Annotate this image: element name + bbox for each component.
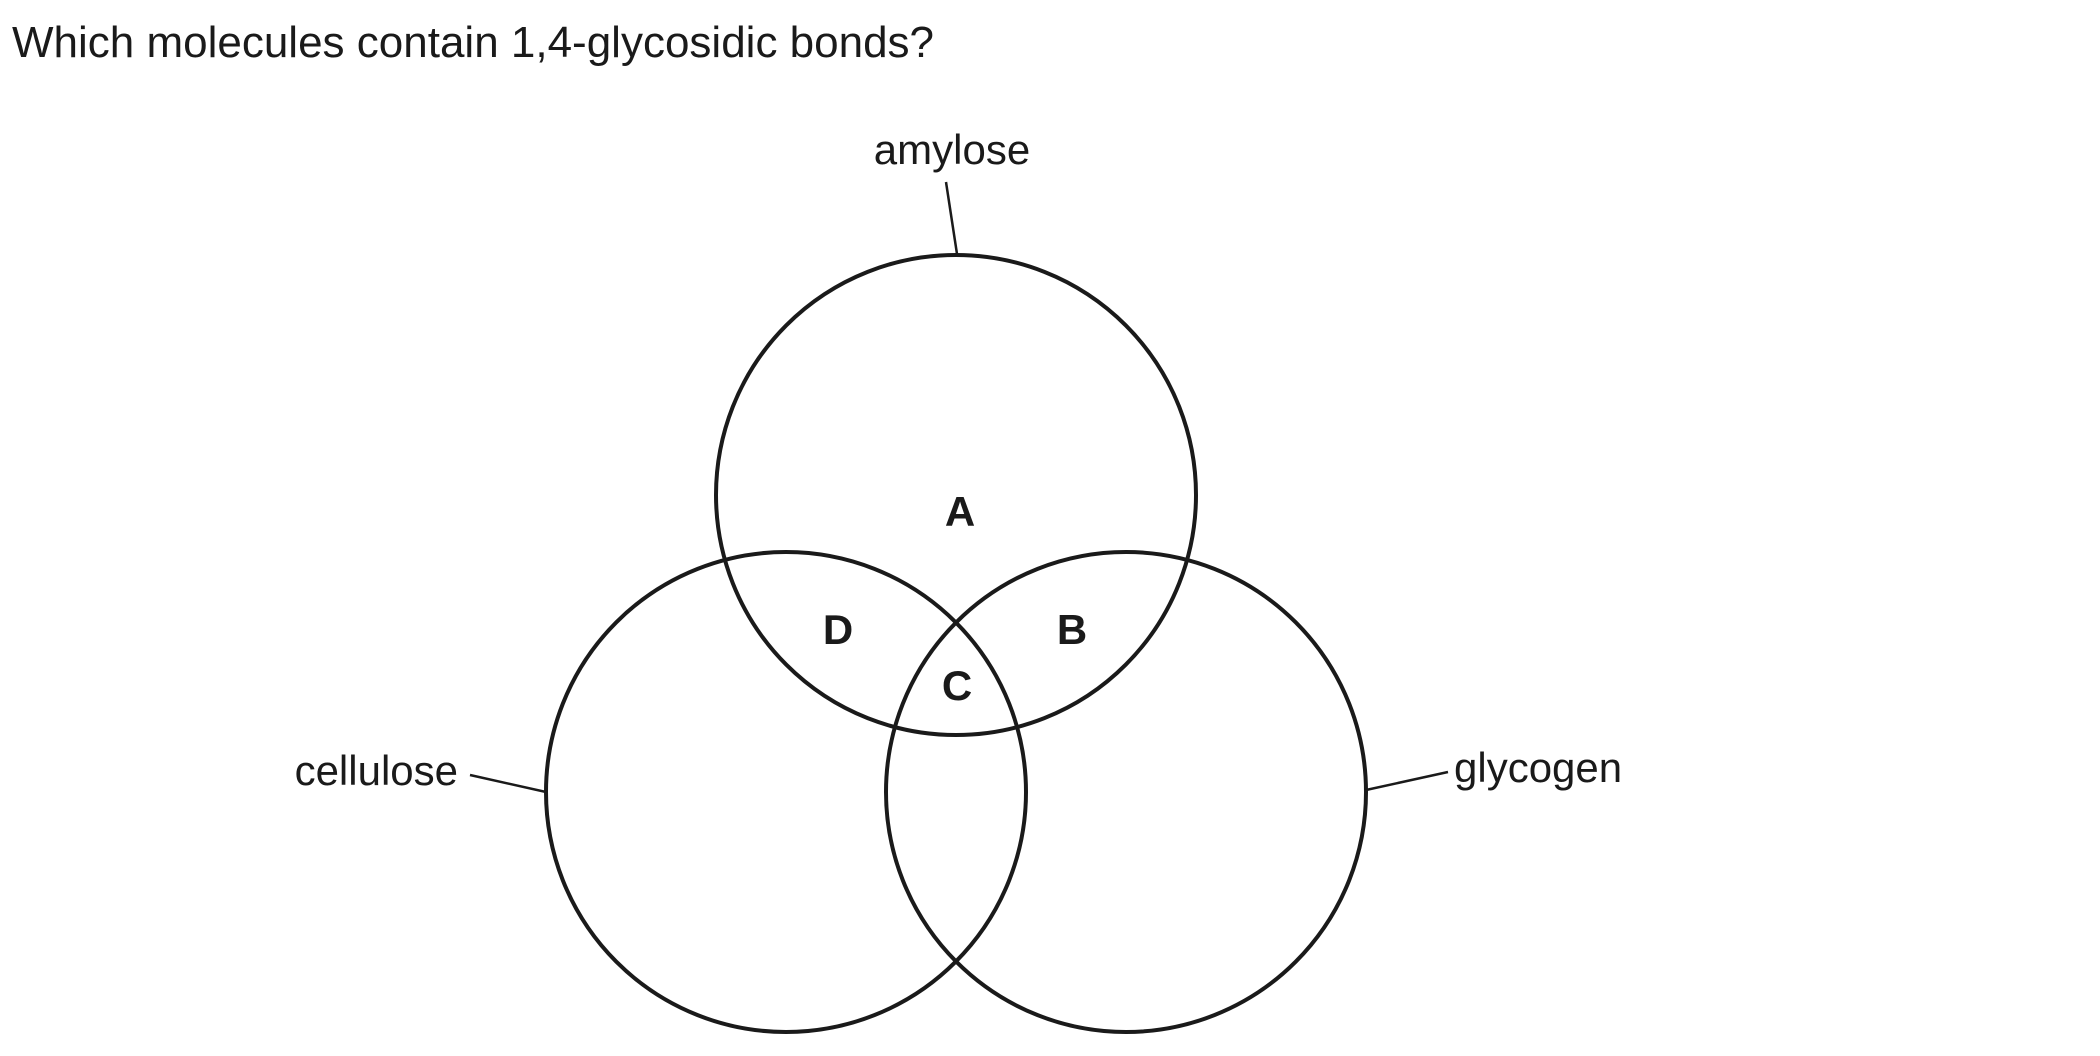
question-text: Which molecules contain 1,4-glycosidic b… — [12, 18, 935, 67]
region-a-label: A — [945, 488, 975, 535]
cellulose-label: cellulose — [295, 747, 458, 794]
glycogen-label: glycogen — [1454, 744, 1622, 791]
region-c-label: C — [942, 662, 972, 709]
glycogen-circle — [884, 550, 1368, 1034]
amylose-leader-line — [944, 181, 959, 255]
region-b-label: B — [1057, 606, 1087, 653]
amylose-circle — [714, 253, 1198, 737]
cellulose-leader-line — [469, 773, 547, 794]
glycogen-leader-line — [1365, 770, 1449, 792]
region-d-label: D — [823, 606, 853, 653]
amylose-label: amylose — [874, 126, 1030, 173]
